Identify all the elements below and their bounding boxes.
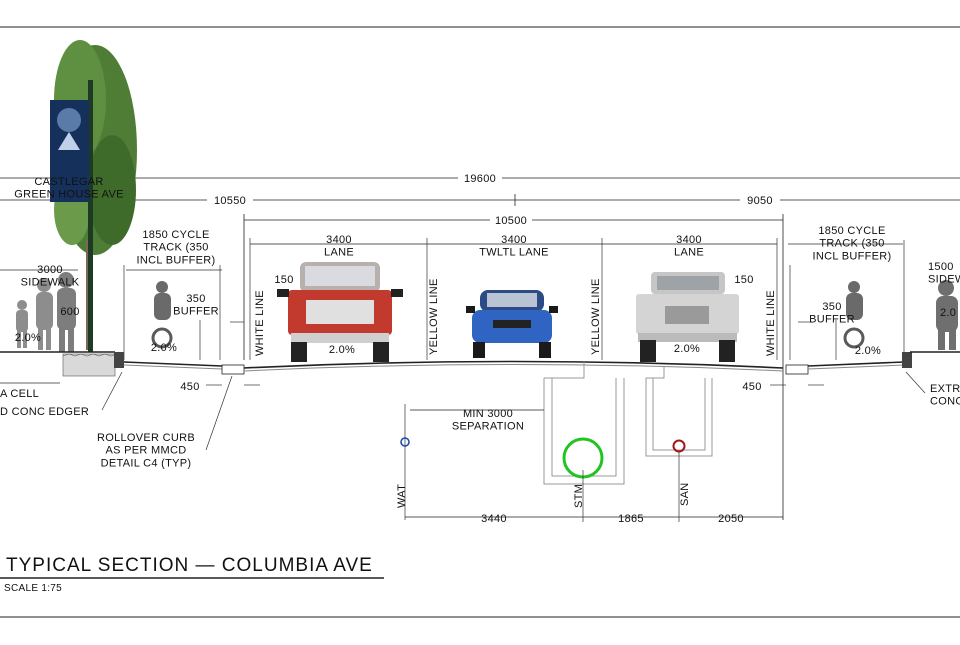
scale-label: SCALE 1:75	[4, 583, 62, 594]
section-title: TYPICAL SECTION — COLUMBIA AVE	[6, 555, 373, 576]
right-sidewalk-label: 1500SIDEWAL	[928, 261, 960, 286]
pedestrians-left	[16, 272, 76, 352]
right-sidewalk-slope: 2.0	[940, 307, 956, 319]
dimension-total: 19600	[0, 169, 960, 185]
sanitary-trench	[645, 366, 713, 457]
left-sidewalk-slope: 2.0%	[15, 332, 41, 344]
left-edger-label: D CONC EDGER	[0, 406, 89, 418]
utility-dimensions	[405, 452, 783, 522]
dim-1865: 1865	[618, 513, 644, 525]
separation-dimension	[404, 404, 544, 520]
dimension-right-label: 9050	[747, 195, 773, 207]
lane-dimension-lines	[0, 238, 905, 360]
left-600-label: 600	[60, 306, 79, 318]
road-profile	[0, 351, 960, 377]
stm-label: STM	[573, 484, 585, 508]
right-150-label: 150	[734, 274, 753, 286]
left-track-slope: 2.0%	[151, 342, 177, 354]
left-cell-label: A CELL	[0, 388, 39, 400]
grey-pickup-truck	[636, 272, 739, 362]
edger-leader	[101, 371, 123, 411]
dim-3440: 3440	[481, 513, 507, 525]
storm-trench	[543, 362, 625, 485]
cyclist-left	[151, 281, 173, 349]
dimension-total-label: 19600	[464, 173, 496, 185]
dimension-halves: 10550 9050	[0, 192, 960, 208]
dim-450-ticks	[206, 321, 824, 386]
san-label: SAN	[679, 482, 691, 506]
right-white-line-label: WHITE LINE	[765, 290, 777, 356]
left-150-label: 150	[274, 274, 293, 286]
dim-2050: 2050	[718, 513, 744, 525]
red-pickup-truck	[277, 262, 403, 362]
rollover-leader	[205, 375, 233, 451]
right-extruded-label: EXTRUCONC	[930, 383, 960, 408]
wat-label: WAT	[396, 484, 408, 508]
dimension-left-label: 10550	[214, 195, 246, 207]
yellow-line-right-label: YELLOW LINE	[590, 278, 602, 355]
left-450-label: 450	[180, 381, 199, 393]
dimension-roadway: 10500	[243, 212, 784, 520]
dimension-roadway-label: 10500	[495, 215, 527, 227]
blue-suv	[466, 290, 558, 358]
lane-slope-right: 2.0%	[674, 343, 700, 355]
left-white-line-label: WHITE LINE	[254, 290, 266, 356]
lane-slope-left: 2.0%	[329, 344, 355, 356]
pedestrian-right	[936, 280, 958, 350]
right-450-label: 450	[742, 381, 761, 393]
yellow-line-left-label: YELLOW LINE	[428, 278, 440, 355]
cyclist-right	[843, 281, 865, 349]
extruded-leader	[905, 371, 926, 394]
right-track-slope: 2.0%	[855, 345, 881, 357]
sanitary-pipe	[672, 439, 686, 453]
